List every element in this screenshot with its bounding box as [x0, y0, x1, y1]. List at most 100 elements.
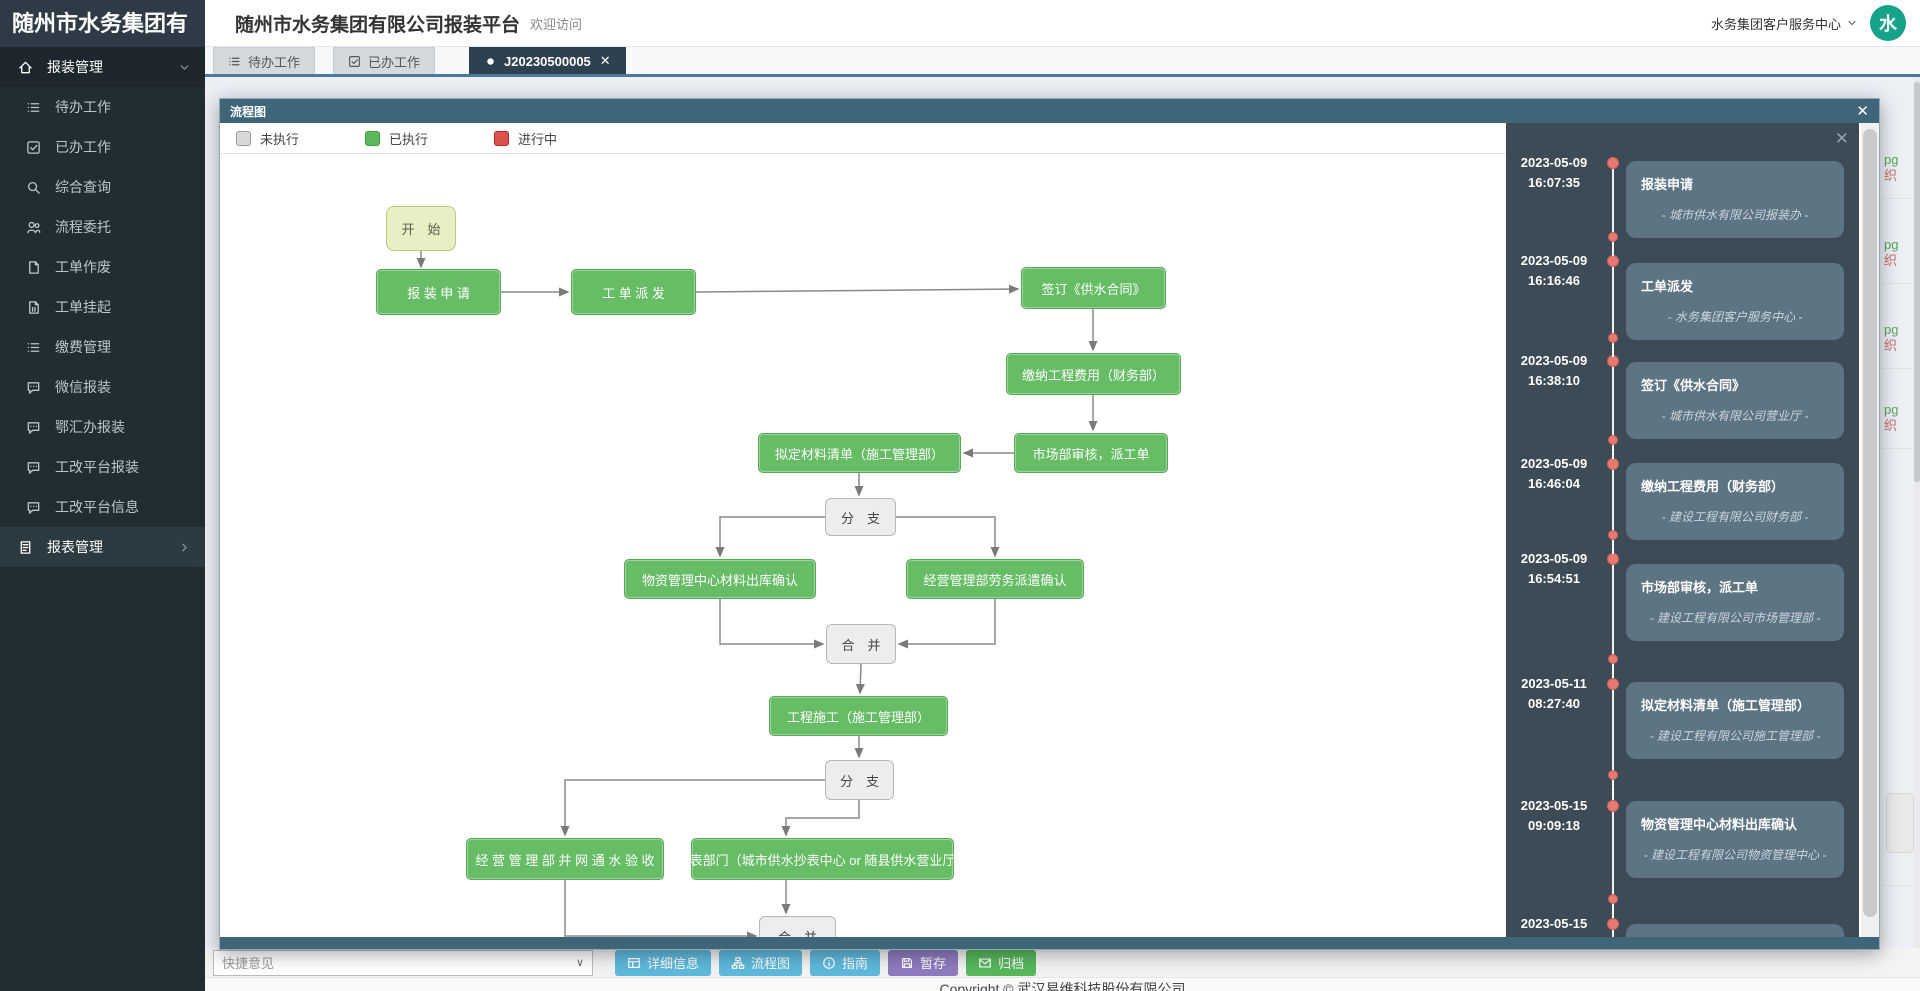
search-icon [26, 180, 41, 195]
sidebar-item-label: 报装管理 [47, 59, 103, 75]
flow-node-warehouse[interactable]: 物资管理中心材料出库确认 [624, 559, 816, 599]
flow-edge [897, 599, 996, 649]
sidebar-item-报表管理[interactable]: 报表管理 [0, 527, 205, 567]
list-icon [26, 100, 41, 115]
flow-node-branch2[interactable]: 分 支 [825, 760, 894, 800]
background-text: pg [1884, 237, 1899, 252]
sidebar-item-流程委托[interactable]: 流程委托 [0, 207, 205, 247]
sidebar-item-label: 工单挂起 [55, 299, 111, 315]
background-separator [1882, 198, 1914, 199]
flow-node-apply[interactable]: 报 装 申 请 [376, 269, 501, 315]
sidebar-item-综合查询[interactable]: 综合查询 [0, 167, 205, 207]
avatar[interactable]: 水 [1870, 5, 1906, 41]
page-scrollbar[interactable] [1914, 77, 1920, 991]
timeline-card-title: 工单派发 [1641, 279, 1694, 294]
timeline-card: 报装申请- 城市供水有限公司报装办 - [1626, 161, 1844, 239]
sidebar-item-label: 综合查询 [55, 179, 111, 195]
指南-button[interactable]: 指南 [810, 949, 881, 976]
sidebar-item-工单作废[interactable]: 工单作废 [0, 247, 205, 287]
flow-node-dispatch[interactable]: 工 单 派 发 [571, 269, 696, 315]
暂存-button[interactable]: 暂存 [888, 949, 959, 976]
sidebar-item-已办工作[interactable]: 已办工作 [0, 127, 205, 167]
legend-label: 未执行 [260, 131, 300, 147]
tab-J20230500005[interactable]: J20230500005✕ [469, 47, 626, 74]
flow-edge [560, 779, 825, 837]
copyright-text: Copyright © 武汉易维科技股份有限公司 [939, 981, 1186, 991]
app-logo: 随州市水务集团有 [0, 0, 205, 47]
timeline-mid-dot [1608, 232, 1618, 242]
flow-node-contract[interactable]: 签订《供水合同》 [1021, 267, 1166, 309]
flow-node-branch1[interactable]: 分 支 [825, 498, 896, 536]
timeline-card-org: - 城市供水有限公司报装办 - [1661, 208, 1809, 222]
flowchart-modal: 流程图 ✕ 未执行已执行进行中 开 始报 装 申 请工 单 派 发签订《供水合同… [219, 98, 1880, 950]
sidebar-item-鄂汇办报装[interactable]: 鄂汇办报装 [0, 407, 205, 447]
timeline-card-title: 物资管理中心材料出库确认 [1641, 817, 1798, 832]
list-icon [228, 55, 241, 68]
tab-underline [205, 74, 1920, 77]
flow-node-pay[interactable]: 缴纳工程费用（财务部） [1006, 353, 1181, 395]
flow-node-start[interactable]: 开 始 [386, 206, 456, 251]
account-dropdown[interactable]: 水务集团客户服务中心 [1711, 14, 1858, 33]
flow-edge [719, 599, 825, 649]
background-text: 织 [1884, 253, 1898, 268]
sidebar-item-报装管理[interactable]: 报装管理 [0, 47, 205, 87]
tab-已办工作[interactable]: 已办工作 [333, 47, 436, 74]
flow-node-materials[interactable]: 拟定材料清单（施工管理部） [758, 433, 961, 473]
归档-button[interactable]: 归档 [966, 949, 1037, 976]
sidebar-item-工单挂起[interactable]: 工单挂起 [0, 287, 205, 327]
timeline-dotted-segment [1612, 665, 1614, 678]
timeline-card-title: 拟定材料清单（施工管理部） [1641, 698, 1811, 713]
timeline-mid-dot [1608, 770, 1618, 780]
timeline-time: 16:16:46 [1527, 273, 1581, 288]
flow-node-merge1[interactable]: 合 并 [826, 624, 896, 664]
flow-node-acceptance[interactable]: 经 营 管 理 部 并 网 通 水 验 收 [466, 838, 664, 880]
background-text: 织 [1884, 418, 1898, 433]
sidebar-item-工改平台信息[interactable]: 工改平台信息 [0, 487, 205, 527]
modal-title: 流程图 [230, 104, 267, 119]
delegate-icon [26, 220, 41, 235]
flow-node-labor[interactable]: 经营管理部劳务派遣确认 [906, 559, 1084, 599]
sidebar-item-label: 待办工作 [55, 99, 111, 115]
modal-close-icon[interactable]: ✕ [1856, 102, 1869, 120]
timeline-card: 签订《供水合同》- 城市供水有限公司营业厅 - [1626, 362, 1844, 440]
tab-close-icon[interactable]: ✕ [599, 53, 611, 68]
timeline-dotted-segment [1612, 781, 1614, 794]
sidebar-item-工改平台报装[interactable]: 工改平台报装 [0, 447, 205, 487]
modal-scrollbar[interactable] [1861, 123, 1879, 939]
flow-node-construction[interactable]: 工程施工（施工管理部） [769, 696, 948, 736]
sidebar-item-微信报装[interactable]: 微信报装 [0, 367, 205, 407]
timeline-date: 2023-05-09 [1520, 353, 1588, 368]
flow-node-market[interactable]: 市场部审核，派工单 [1014, 433, 1168, 473]
modal-scrollbar-thumb[interactable] [1863, 129, 1877, 917]
background-text: 织 [1884, 168, 1898, 183]
chat-icon [26, 500, 41, 515]
sidebar-item-缴费管理[interactable]: 缴费管理 [0, 327, 205, 367]
timeline-close-icon[interactable]: ✕ [1834, 129, 1849, 148]
tab-待办工作[interactable]: 待办工作 [213, 47, 316, 74]
timeline-card: 工单派发- 水务集团客户服务中心 - [1626, 263, 1844, 341]
legend-item-进行中: 进行中 [494, 129, 557, 148]
legend-label: 进行中 [518, 131, 558, 147]
流程图-button[interactable]: 流程图 [719, 949, 803, 976]
page-scrollbar-thumb[interactable] [1914, 82, 1920, 482]
background-text: pg [1884, 152, 1899, 167]
legend-divider [220, 153, 1506, 154]
quick-opinion-select[interactable]: 快捷意见 ∨ [213, 949, 593, 976]
flow-node-merge2[interactable]: 合 并 [759, 916, 836, 939]
background-text: pg [1884, 322, 1899, 337]
sidebar-item-label: 工单作废 [55, 259, 111, 275]
flow-node-meter[interactable]: 抄表部门（城市供水抄表中心 or 随县供水营业厅） [677, 838, 968, 880]
timeline-card: 物资管理中心材料出库确认- 建设工程有限公司物资管理中心 - [1626, 801, 1844, 879]
flow-edge [781, 800, 860, 837]
timeline-mid-dot [1608, 333, 1618, 343]
chevron-down-icon [178, 61, 191, 74]
详细信息-button[interactable]: 详细信息 [615, 949, 712, 976]
sidebar-item-待办工作[interactable]: 待办工作 [0, 87, 205, 127]
